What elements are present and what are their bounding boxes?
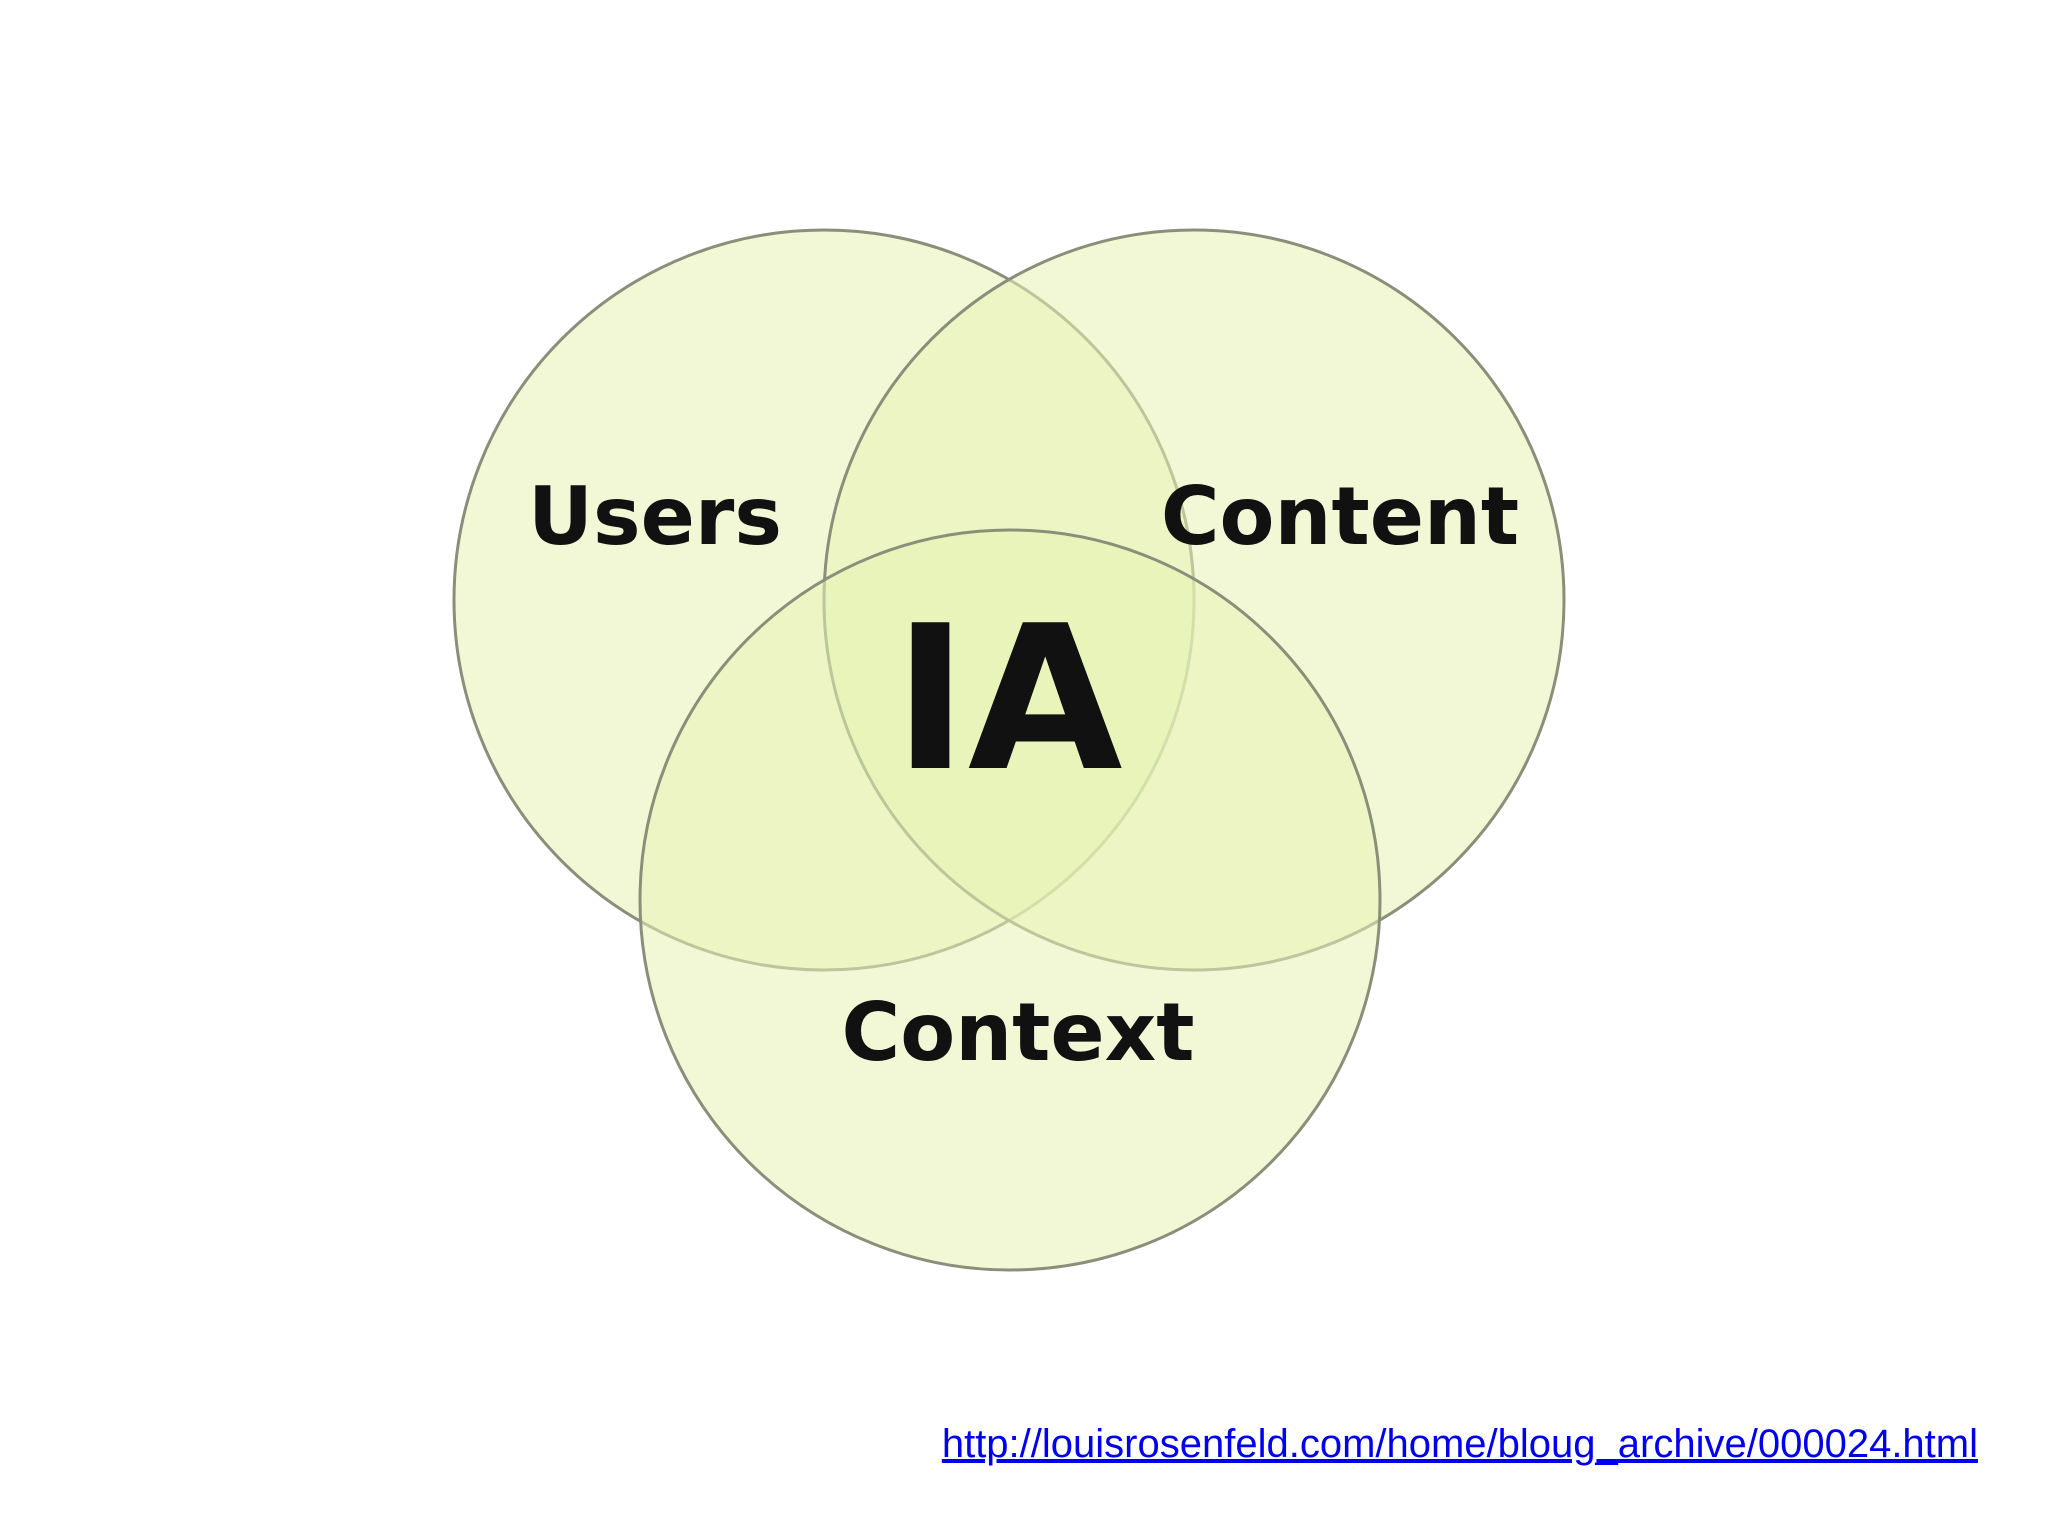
- label-context: Context: [842, 986, 1195, 1079]
- circle-context: [638, 528, 1382, 1272]
- venn-circles: [452, 228, 1566, 1272]
- label-content: Content: [1161, 470, 1519, 563]
- label-users: Users: [528, 470, 782, 563]
- source-link[interactable]: http://louisrosenfeld.com/home/bloug_arc…: [941, 1422, 1978, 1466]
- label-ia: IA: [893, 583, 1122, 816]
